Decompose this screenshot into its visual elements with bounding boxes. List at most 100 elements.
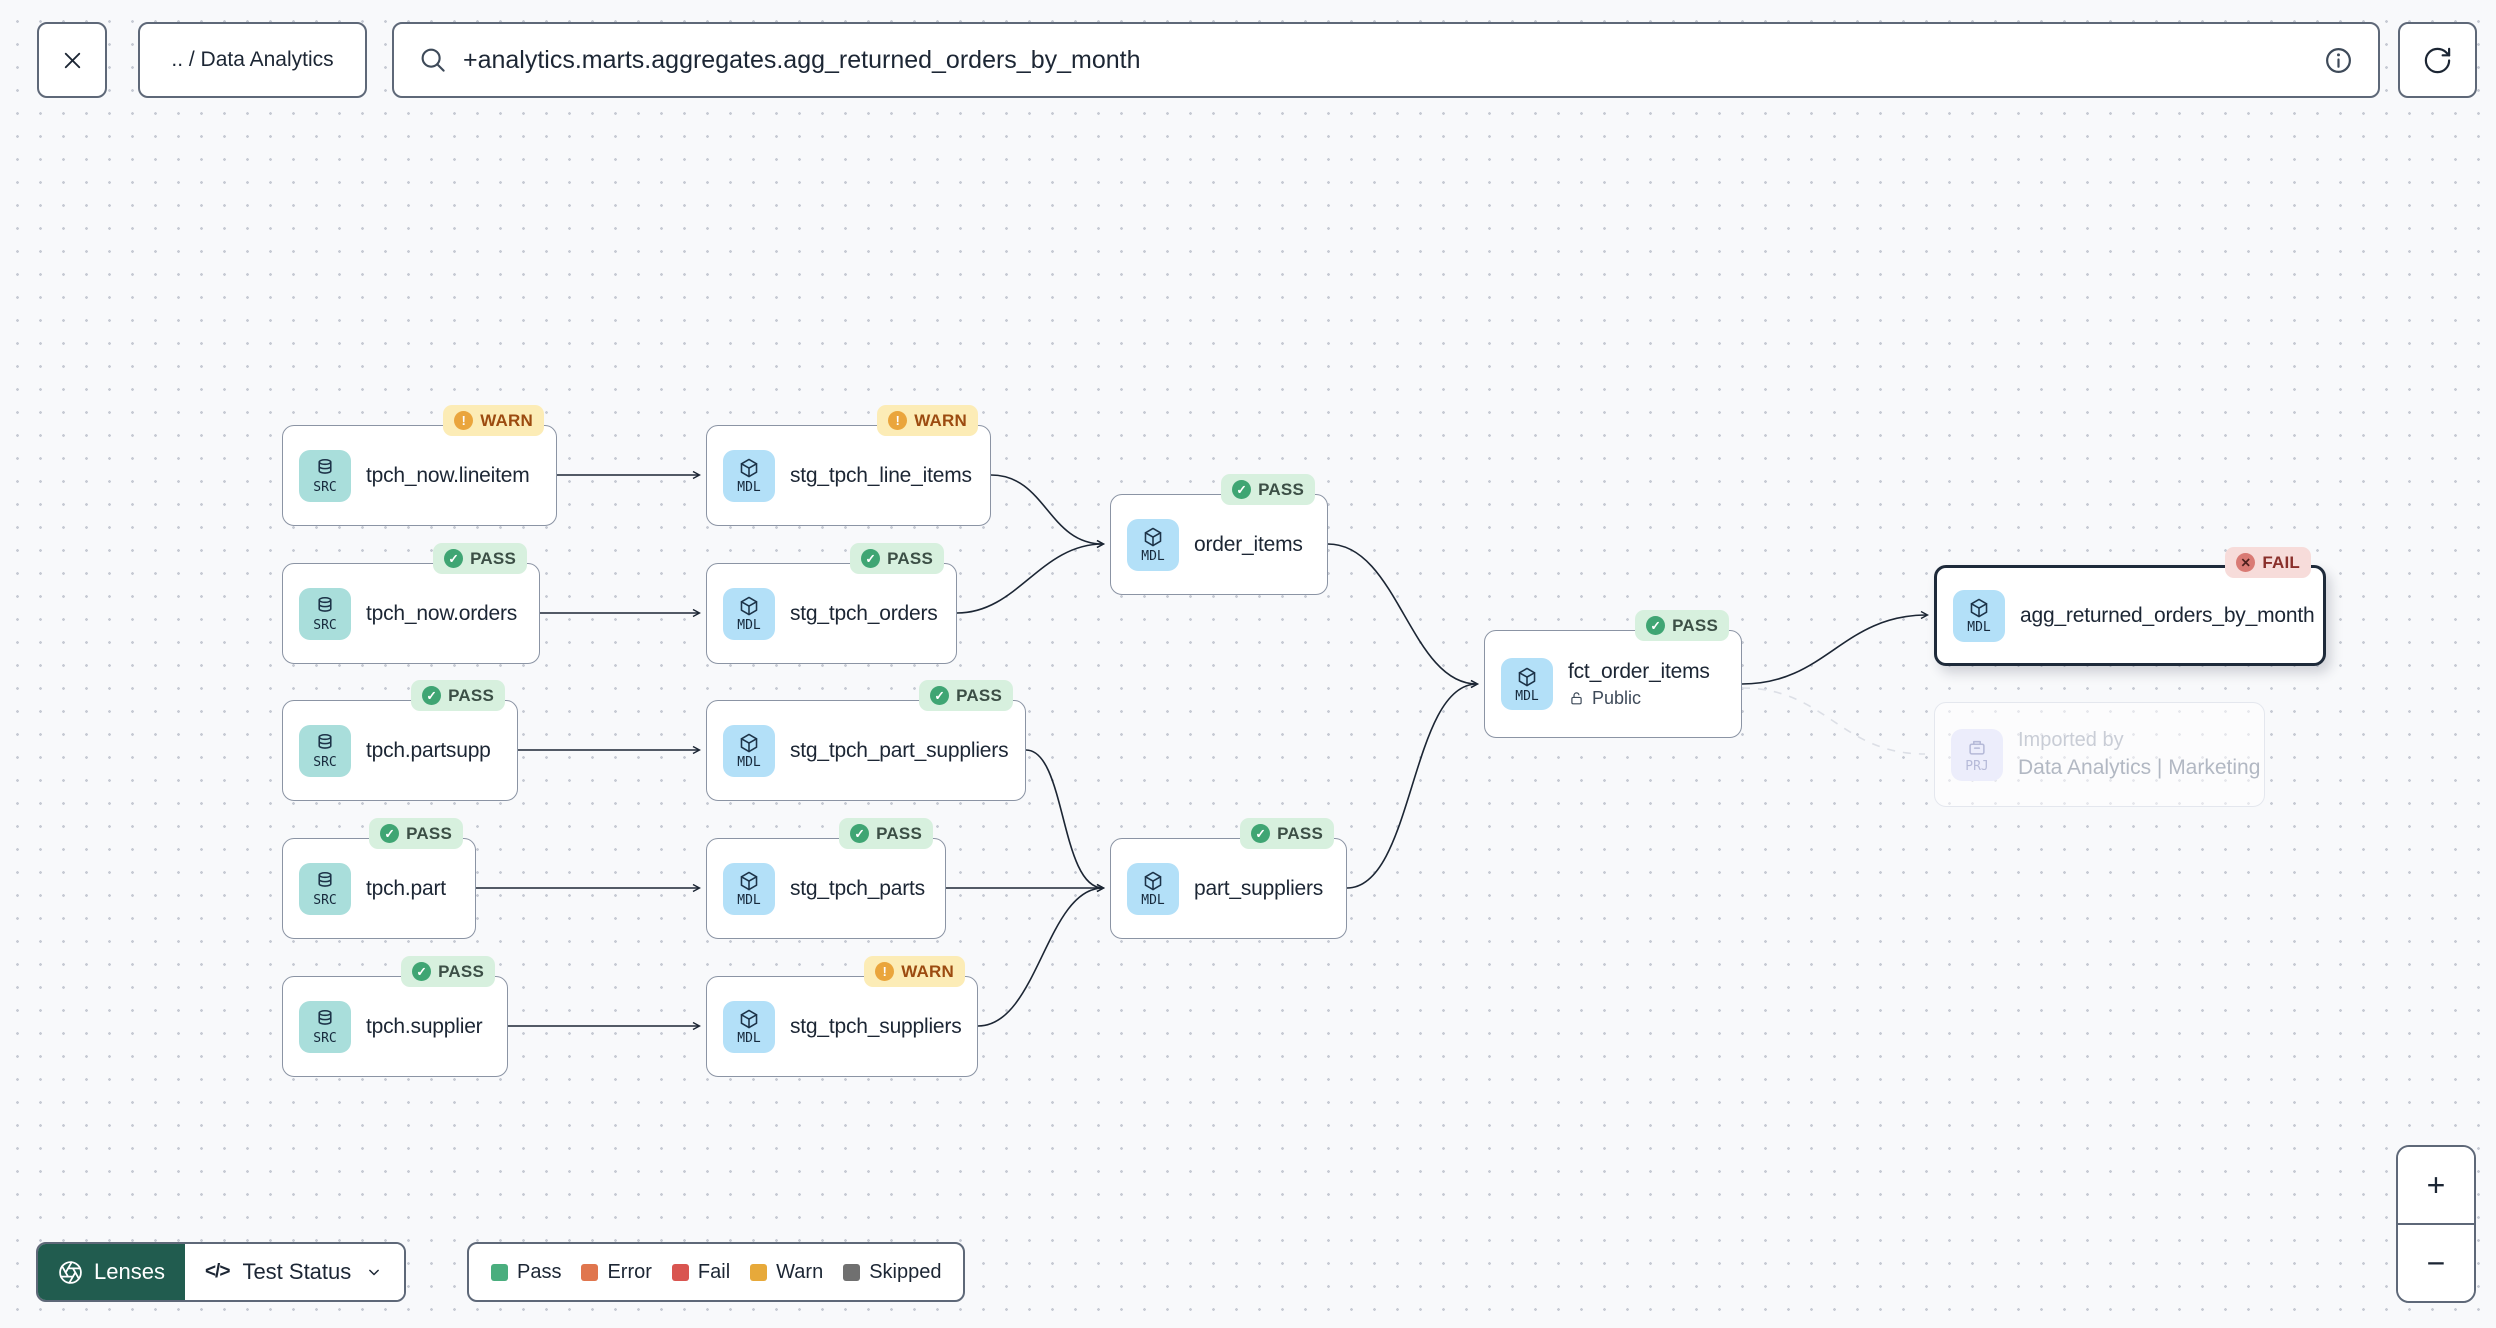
- legend-item-skipped: Skipped: [843, 1261, 941, 1284]
- edge-stg-part-suppliers-to-part-suppliers: [1025, 749, 1105, 893]
- breadcrumb[interactable]: .. / Data Analytics: [138, 22, 367, 98]
- node-stg-tpch-parts[interactable]: PASS MDL stg_tpch_parts: [706, 818, 946, 939]
- node-stg-tpch-line-items[interactable]: WARN MDL stg_tpch_line_items: [706, 405, 991, 526]
- cube-icon: [1968, 597, 1990, 619]
- edge-order-items-to-fct: [1327, 543, 1479, 689]
- check-icon: [1646, 616, 1666, 635]
- skipped-swatch: [843, 1263, 861, 1281]
- node-title: stg_tpch_parts: [790, 876, 925, 900]
- lenses-button[interactable]: Lenses: [38, 1244, 185, 1300]
- source-type-chip: SRC: [299, 587, 351, 640]
- refresh-button[interactable]: [2398, 22, 2477, 98]
- edge-part-suppliers-to-fct: [1346, 679, 1479, 889]
- source-type-chip: SRC: [299, 724, 351, 777]
- status-badge: FAIL: [2225, 547, 2311, 578]
- fail-icon: [2236, 553, 2256, 572]
- status-badge: PASS: [433, 543, 527, 574]
- cube-icon: [738, 1008, 760, 1030]
- node-tpch-now-lineitem[interactable]: WARN SRC tpch_now.lineitem: [282, 405, 557, 526]
- warn-swatch: [750, 1263, 768, 1281]
- unlock-icon: [1568, 690, 1585, 707]
- edge-stg-suppliers-to-part-suppliers: [977, 883, 1105, 1027]
- edge-fct-to-imported-project: [1741, 687, 1926, 755]
- status-badge: PASS: [839, 818, 933, 849]
- node-stg-tpch-suppliers[interactable]: WARN MDL stg_tpch_suppliers: [706, 956, 978, 1077]
- check-icon: [412, 962, 432, 981]
- status-badge: WARN: [877, 405, 978, 436]
- node-part-suppliers[interactable]: PASS MDL part_suppliers: [1110, 818, 1347, 939]
- aperture-icon: [58, 1260, 83, 1285]
- status-badge: PASS: [919, 680, 1013, 711]
- model-type-chip: MDL: [723, 724, 775, 777]
- node-tpch-supplier[interactable]: PASS SRC tpch.supplier: [282, 956, 508, 1077]
- node-stg-tpch-part-suppliers[interactable]: PASS MDL stg_tpch_part_suppliers: [706, 680, 1026, 801]
- database-icon: [314, 732, 336, 754]
- info-icon[interactable]: [2323, 45, 2354, 76]
- status-badge: PASS: [1240, 818, 1334, 849]
- lens-control: Lenses </> Test Status: [36, 1242, 407, 1302]
- node-title: tpch_now.lineitem: [366, 463, 530, 487]
- node-fct-order-items[interactable]: PASS MDL fct_order_items Public: [1484, 610, 1742, 738]
- node-imported-by-project[interactable]: PRJ Imported by Data Analytics | Marketi…: [1934, 702, 2265, 807]
- model-type-chip: MDL: [723, 449, 775, 502]
- status-badge: PASS: [411, 680, 505, 711]
- cube-icon: [1516, 666, 1538, 688]
- check-icon: [1251, 824, 1271, 843]
- check-icon: [930, 686, 950, 705]
- node-title: fct_order_items: [1568, 659, 1710, 683]
- check-icon: [850, 824, 870, 843]
- zoom-out-button[interactable]: −: [2398, 1225, 2474, 1301]
- zoom-in-button[interactable]: +: [2398, 1147, 2474, 1225]
- edge-fct-to-agg: [1741, 610, 1929, 685]
- cube-icon: [738, 870, 760, 892]
- status-badge: PASS: [1635, 610, 1729, 641]
- cube-icon: [738, 457, 760, 479]
- fail-swatch: [671, 1263, 689, 1281]
- refresh-icon: [2422, 45, 2453, 76]
- lens-dropdown[interactable]: </> Test Status: [184, 1244, 405, 1300]
- node-tpch-partsupp[interactable]: PASS SRC tpch.partsupp: [282, 680, 518, 801]
- check-icon: [861, 549, 881, 568]
- imported-by-projects: Data Analytics | Marketing: [2018, 756, 2261, 779]
- warn-icon: [454, 411, 474, 430]
- source-type-chip: SRC: [299, 449, 351, 502]
- test-status-legend: Pass Error Fail Warn Skipped: [467, 1242, 966, 1302]
- lenses-label: Lenses: [94, 1259, 165, 1284]
- status-badge: WARN: [864, 956, 965, 987]
- node-stg-tpch-orders[interactable]: PASS MDL stg_tpch_orders: [706, 543, 957, 664]
- model-type-chip: MDL: [1953, 589, 2005, 642]
- search-input[interactable]: +analytics.marts.aggregates.agg_returned…: [463, 45, 1141, 74]
- source-type-chip: SRC: [299, 1000, 351, 1053]
- close-button[interactable]: [37, 22, 107, 98]
- database-icon: [314, 1008, 336, 1030]
- access-label: Public: [1568, 688, 1710, 709]
- status-badge: PASS: [369, 818, 463, 849]
- node-agg-returned-orders-by-month[interactable]: FAIL MDL agg_returned_orders_by_month: [1934, 547, 2326, 666]
- search-bar[interactable]: +analytics.marts.aggregates.agg_returned…: [392, 22, 2380, 98]
- node-order-items[interactable]: PASS MDL order_items: [1110, 474, 1328, 595]
- search-icon: [418, 45, 448, 75]
- pass-swatch: [491, 1263, 508, 1281]
- database-icon: [314, 595, 336, 617]
- source-type-chip: SRC: [299, 862, 351, 915]
- database-icon: [314, 870, 336, 892]
- node-title: tpch.partsupp: [366, 738, 491, 762]
- warn-icon: [875, 962, 895, 981]
- cube-icon: [1142, 870, 1164, 892]
- legend-item-fail: Fail: [671, 1261, 730, 1284]
- node-title: stg_tpch_line_items: [790, 463, 972, 487]
- model-type-chip: MDL: [723, 1000, 775, 1053]
- database-icon: [314, 457, 336, 479]
- node-title: tpch_now.orders: [366, 601, 518, 625]
- status-badge: PASS: [401, 956, 495, 987]
- node-title: part_suppliers: [1194, 876, 1324, 900]
- model-type-chip: MDL: [723, 587, 775, 640]
- status-badge: PASS: [850, 543, 944, 574]
- chevron-down-icon: [364, 1262, 384, 1282]
- node-tpch-now-orders[interactable]: PASS SRC tpch_now.orders: [282, 543, 540, 664]
- status-badge: WARN: [443, 405, 544, 436]
- check-icon: [1232, 480, 1252, 499]
- node-tpch-part[interactable]: PASS SRC tpch.part: [282, 818, 476, 939]
